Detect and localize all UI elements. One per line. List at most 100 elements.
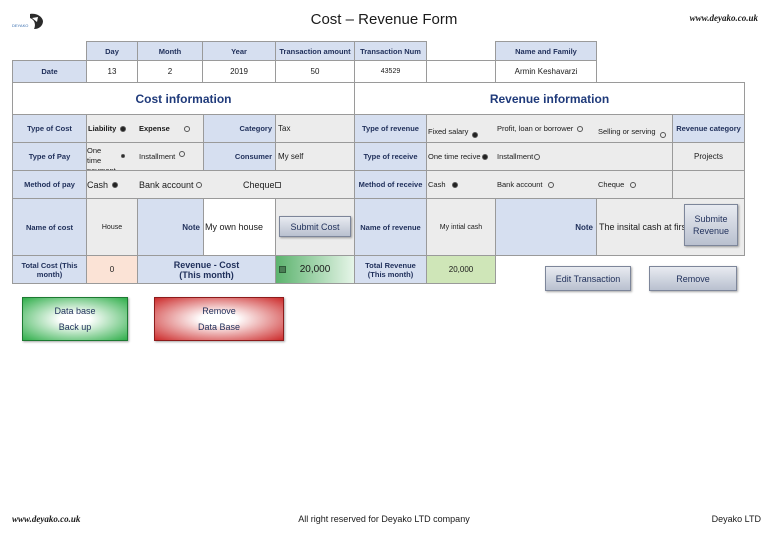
revenue-installment-radio[interactable] xyxy=(534,153,541,160)
revenue-cheque-option[interactable]: Cheque xyxy=(598,180,637,189)
method-of-receive-label: Method of receive xyxy=(354,170,427,199)
revenue-minus-cost-label: Revenue - Cost (This month) xyxy=(137,255,276,284)
expense-option[interactable]: Expense xyxy=(139,124,190,133)
revenue-minus-cost-value: 20,000 xyxy=(275,255,355,284)
cost-cash-option[interactable]: Cash xyxy=(87,180,119,190)
fixed-salary-option[interactable]: Fixed salary xyxy=(428,124,479,138)
method-of-pay-options xyxy=(86,170,355,199)
type-of-receive-label: Type of receive xyxy=(354,142,427,171)
logo-text: DEYAKO xyxy=(12,23,29,28)
logo: DEYAKO xyxy=(12,12,46,32)
revenue-cash-radio[interactable] xyxy=(451,181,458,188)
selling-option[interactable]: Selling or serving xyxy=(598,124,666,138)
consumer-field[interactable]: My self xyxy=(275,142,355,171)
profit-option[interactable]: Profit, loan or borrower xyxy=(497,124,584,133)
cost-cash-label: Cash xyxy=(87,180,109,190)
cost-bank-label: Bank account xyxy=(139,180,194,190)
cost-cheque-label: Cheque xyxy=(243,180,275,190)
name-of-cost-field[interactable]: House xyxy=(86,198,138,256)
cost-installment-label: Installment xyxy=(139,152,176,161)
cost-installment-option[interactable]: Installment xyxy=(139,151,186,161)
amount-field[interactable]: 50 xyxy=(275,60,355,83)
revenue-note-value: The insital cash at first of mi xyxy=(599,222,711,232)
total-revenue-label: Total Revenue (This month) xyxy=(354,255,427,284)
month-header: Month xyxy=(137,41,203,61)
one-time-payment-radio[interactable] xyxy=(121,154,125,158)
date-label: Date xyxy=(12,60,87,83)
amount-header: Transaction amount xyxy=(275,41,355,61)
database-backup-button[interactable]: Data base Back up xyxy=(22,297,128,341)
one-time-receive-label: One time recive xyxy=(428,152,481,161)
cost-bank-radio[interactable] xyxy=(195,182,202,188)
edit-transaction-button[interactable]: Edit Transaction xyxy=(545,266,631,291)
revenue-bank-label: Bank account xyxy=(497,180,543,189)
liability-radio[interactable] xyxy=(120,125,127,132)
total-cost-label: Total Cost (This month) xyxy=(12,255,87,284)
name-family-field[interactable]: Armin Keshavarzi xyxy=(495,60,597,83)
one-time-receive-option[interactable]: One time recive xyxy=(428,152,488,161)
revenue-cash-option[interactable]: Cash xyxy=(428,180,458,189)
cost-cheque-radio[interactable] xyxy=(274,182,281,188)
profit-radio[interactable] xyxy=(577,125,584,132)
revenue-cheque-label: Cheque xyxy=(598,180,625,189)
cost-note-value: My own house xyxy=(205,222,264,232)
cost-category-value: Tax xyxy=(278,124,291,133)
month-field[interactable]: 2 xyxy=(137,60,203,83)
cost-section-title: Cost information xyxy=(12,82,355,115)
fixed-salary-radio[interactable] xyxy=(472,132,479,138)
type-of-revenue-label: Type of revenue xyxy=(354,114,427,143)
submit-revenue-button[interactable]: Submite Revenue xyxy=(684,204,738,246)
day-field[interactable]: 13 xyxy=(86,60,138,83)
remove-database-button[interactable]: Remove Data Base xyxy=(154,297,284,341)
year-field[interactable]: 2019 xyxy=(202,60,276,83)
liability-option[interactable]: Liability xyxy=(88,124,127,133)
total-revenue-value: 20,000 xyxy=(426,255,496,284)
liability-label: Liability xyxy=(88,124,117,133)
fixed-salary-label: Fixed salary xyxy=(428,126,469,136)
profit-label: Profit, loan or borrower xyxy=(497,124,574,133)
remove-button[interactable]: Remove xyxy=(649,266,737,291)
one-time-receive-radio[interactable] xyxy=(481,153,488,160)
empty-cell xyxy=(426,60,496,83)
transaction-num-field[interactable]: 43529 xyxy=(354,60,427,83)
selling-label: Selling or serving xyxy=(598,126,656,136)
cost-category-field[interactable]: Tax xyxy=(275,114,355,143)
submit-cost-button[interactable]: Submit Cost xyxy=(279,216,351,237)
transaction-num-header: Transaction Num xyxy=(354,41,427,61)
expense-radio[interactable] xyxy=(183,125,190,132)
logo-icon xyxy=(30,13,43,29)
selling-radio[interactable] xyxy=(659,132,666,138)
revenue-category-value: Projects xyxy=(694,152,723,161)
cost-cash-radio[interactable] xyxy=(112,182,119,188)
footer-website[interactable]: www.deyako.co.uk xyxy=(12,514,81,524)
cost-note-label-text: Note xyxy=(182,222,200,232)
revenue-note-label: Note xyxy=(495,198,597,256)
day-header: Day xyxy=(86,41,138,61)
page-title: Cost – Revenue Form xyxy=(310,11,458,28)
cost-bank-option[interactable]: Bank account xyxy=(139,180,202,190)
type-of-receive-options xyxy=(426,142,673,171)
cost-note-field[interactable]: My own house xyxy=(203,198,276,256)
header-website[interactable]: www.deyako.co.uk xyxy=(689,13,758,23)
type-of-pay-options xyxy=(86,142,204,171)
name-of-cost-label: Name of cost xyxy=(12,198,87,256)
name-family-header: Name and Family xyxy=(495,41,597,61)
cost-category-label: Category xyxy=(203,114,276,143)
name-of-revenue-field[interactable]: My intial cash xyxy=(426,198,496,256)
method-of-pay-label: Method of pay xyxy=(12,170,87,199)
revenue-bank-option[interactable]: Bank account xyxy=(497,180,555,189)
consumer-label: Consumer xyxy=(203,142,276,171)
revenue-installment-option[interactable]: Installment xyxy=(497,152,541,161)
name-of-revenue-label: Name of revenue xyxy=(354,198,427,256)
revenue-cheque-radio[interactable] xyxy=(630,181,637,188)
revenue-category-label: Revenue category xyxy=(672,114,745,143)
revenue-method-empty xyxy=(672,170,745,199)
revenue-category-field[interactable]: Projects xyxy=(672,142,745,171)
consumer-value: My self xyxy=(278,152,304,161)
type-of-pay-label: Type of Pay xyxy=(12,142,87,171)
revenue-bank-radio[interactable] xyxy=(548,181,555,188)
revenue-note-label-text: Note xyxy=(575,222,593,232)
cost-installment-radio[interactable] xyxy=(179,151,186,157)
cost-cheque-option[interactable]: Cheque xyxy=(243,180,281,190)
cost-note-label: Note xyxy=(137,198,204,256)
